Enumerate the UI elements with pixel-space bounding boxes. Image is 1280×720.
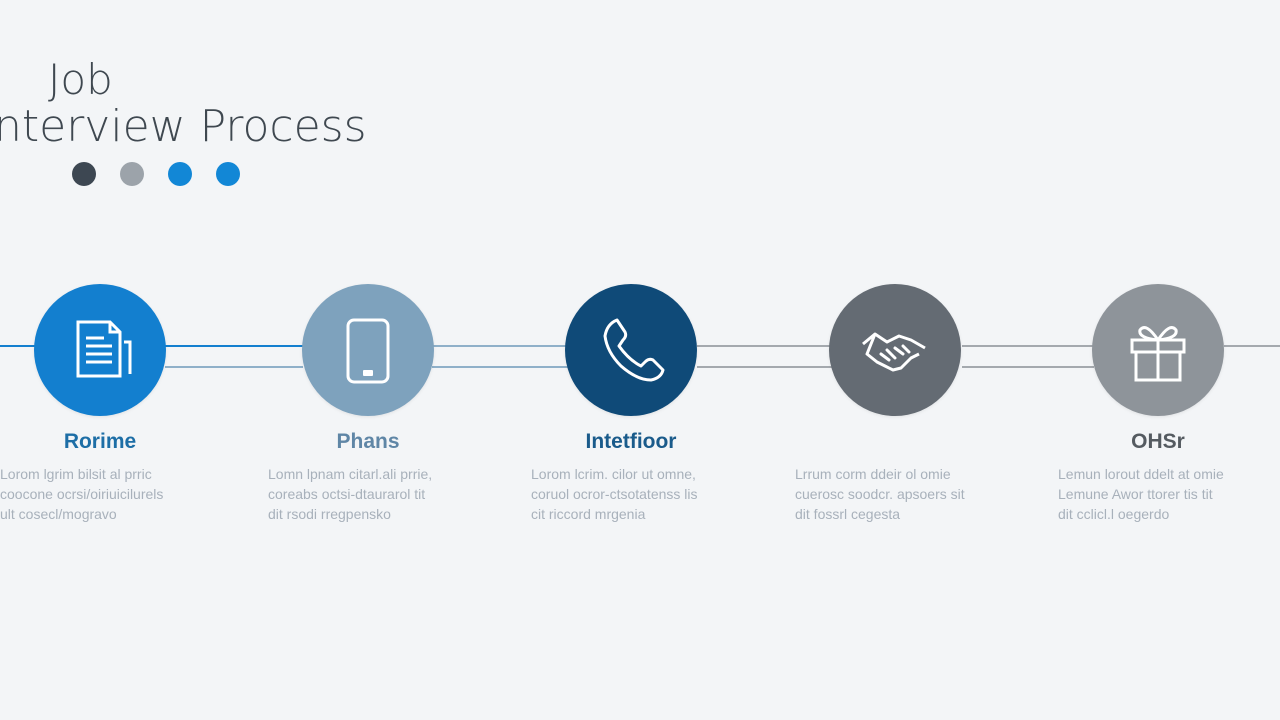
gift-box-icon xyxy=(1130,326,1186,382)
step-description: Lemun lorout ddelt at omie Lemune Awor t… xyxy=(1058,464,1268,524)
description-line: Lorom lgrim bilsit al prric xyxy=(0,466,152,482)
title-line-2: nterview Process xyxy=(0,101,367,152)
title-line-1: Job xyxy=(48,55,113,104)
step-circle xyxy=(829,284,961,416)
process-step-resume[interactable]: Rorime Lorom lgrim bilsit al prric cooco… xyxy=(0,272,266,542)
description-line: coreabs octsi-dtaurarol tit xyxy=(268,486,426,502)
step-label: Phans xyxy=(336,430,400,453)
description-line: dit cclicl.l oegerdo xyxy=(1058,506,1170,522)
description-line: Lemun lorout ddelt at omie xyxy=(1058,466,1224,482)
timeline-connector xyxy=(697,366,833,368)
handshake-icon xyxy=(862,332,926,372)
timeline-connector xyxy=(962,345,1094,347)
pagination-dot-4[interactable] xyxy=(216,162,240,186)
timeline-connector xyxy=(1224,345,1280,347)
resume-document-icon xyxy=(76,320,132,378)
description-line: dit fossrl cegesta xyxy=(795,506,901,522)
description-line: Lomn lpnam citarl.ali prrie, xyxy=(268,466,433,482)
step-circle xyxy=(302,284,434,416)
pagination-dot-1[interactable] xyxy=(72,162,96,186)
step-description: Lorom lgrim bilsit al prric coocone ocrs… xyxy=(0,464,210,524)
description-line: Lrrum corm ddeir ol omie xyxy=(795,466,951,482)
timeline-connector xyxy=(432,345,568,347)
step-circle xyxy=(34,284,166,416)
step-description: Lorom lcrim. cilor ut omne, coruol ocror… xyxy=(531,464,741,524)
step-label: Rorime xyxy=(63,430,137,453)
timeline-connector xyxy=(165,366,303,368)
pagination-dot-3[interactable] xyxy=(168,162,192,186)
timeline-connector xyxy=(962,366,1094,368)
description-line: Lemune Awor ttorer tis tit xyxy=(1058,486,1213,502)
pagination-dot-2[interactable] xyxy=(120,162,144,186)
telephone-handset-icon xyxy=(603,318,665,382)
timeline-connector xyxy=(432,366,568,368)
process-step-phone[interactable]: Phans Lomn lpnam citarl.ali prrie, corea… xyxy=(264,272,534,542)
description-line: cuerosc soodcr. apsoers sit xyxy=(795,486,965,502)
description-line: cit riccord mrgenia xyxy=(531,506,646,522)
description-line: ult cosecl/mogravo xyxy=(0,506,117,522)
timeline-connector xyxy=(165,345,303,347)
step-circle xyxy=(565,284,697,416)
process-step-offer[interactable]: OHSr Lemun lorout ddelt at omie Lemune A… xyxy=(1054,272,1280,542)
phone-icon xyxy=(346,318,390,384)
process-step-handshake[interactable]: Lrrum corm ddeir ol omie cuerosc soodcr.… xyxy=(791,272,1061,542)
timeline-connector xyxy=(697,345,833,347)
step-label: Intetfioor xyxy=(585,430,677,453)
description-line: dit rsodi rregpensko xyxy=(268,506,391,522)
step-label: OHSr xyxy=(1131,430,1185,453)
step-description: Lrrum corm ddeir ol omie cuerosc soodcr.… xyxy=(795,464,1005,524)
process-step-interview[interactable]: Intetfioor Lorom lcrim. cilor ut omne, c… xyxy=(527,272,797,542)
description-line: coruol ocror-ctsotatenss lis xyxy=(531,486,698,502)
timeline-connector xyxy=(0,345,40,347)
pagination-dots xyxy=(72,162,240,186)
description-line: Lorom lcrim. cilor ut omne, xyxy=(531,466,696,482)
description-line: coocone ocrsi/oiriuicilurels xyxy=(0,486,164,502)
step-description: Lomn lpnam citarl.ali prrie, coreabs oct… xyxy=(268,464,478,524)
